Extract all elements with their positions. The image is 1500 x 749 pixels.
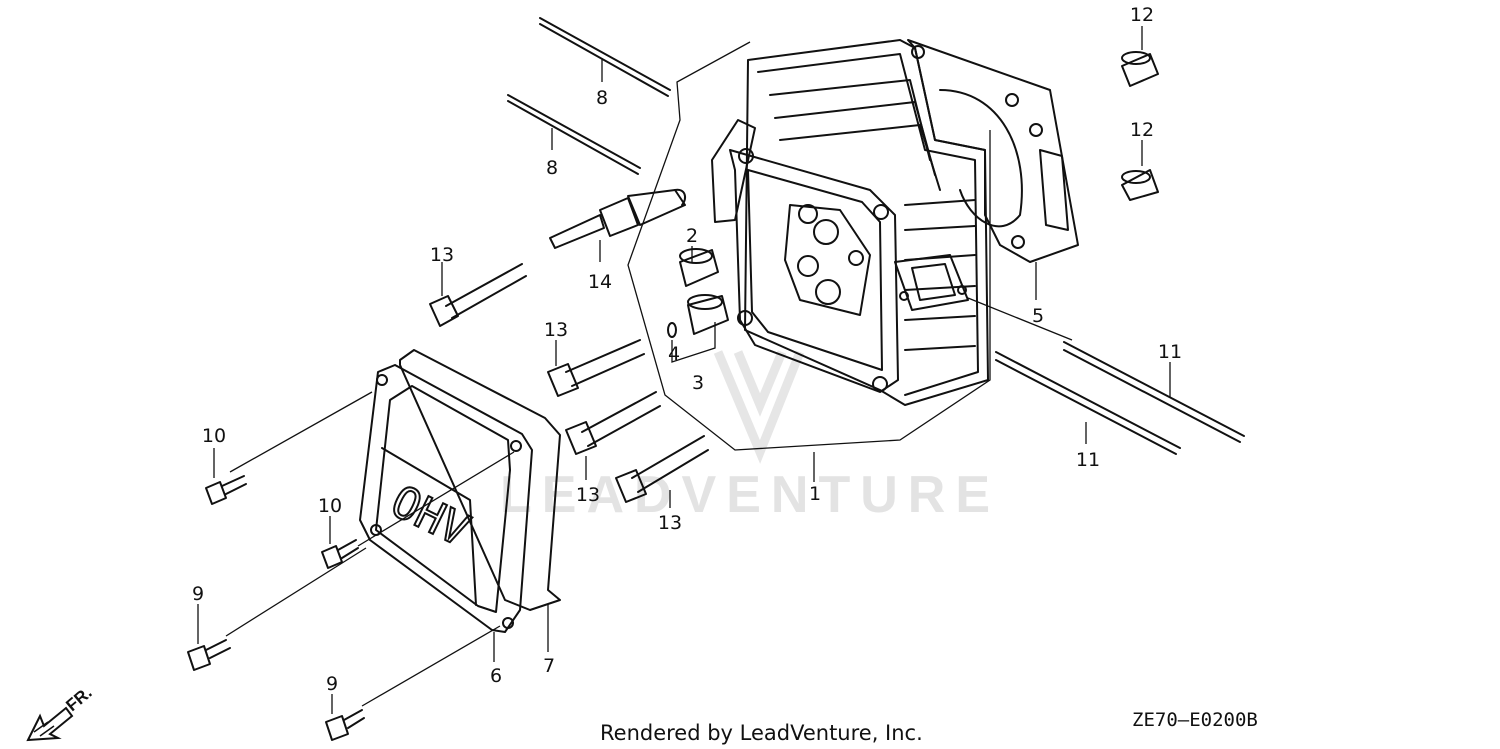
callout-12a[interactable]: 12 <box>1130 4 1154 26</box>
cover-bolt-10b[interactable] <box>321 539 359 569</box>
through-stud-lower[interactable] <box>995 351 1181 455</box>
head-gasket[interactable] <box>907 39 1079 263</box>
callout-12b[interactable]: 12 <box>1130 119 1154 141</box>
callout-13a[interactable]: 13 <box>430 244 454 266</box>
callout-8a[interactable]: 8 <box>596 87 608 109</box>
dowel-pin-top[interactable] <box>1121 51 1159 87</box>
cover-bolt-10a[interactable] <box>205 475 247 505</box>
callout-10b[interactable]: 10 <box>318 495 342 517</box>
callout-4[interactable]: 4 <box>668 343 680 365</box>
head-bolt-3[interactable] <box>565 391 661 455</box>
footer-rendered-by: Rendered by LeadVenture, Inc. <box>600 721 923 745</box>
valve-guide-lower[interactable] <box>687 294 729 335</box>
stud-bolt-lower[interactable] <box>507 94 641 175</box>
dowel-pin-bottom[interactable] <box>1121 169 1159 201</box>
cylinder-head[interactable] <box>627 39 991 451</box>
callout-11b[interactable]: 11 <box>1076 449 1100 471</box>
head-bolt-4[interactable] <box>615 435 709 503</box>
callouts: 1 2 3 4 5 6 7 8 8 9 9 10 10 11 11 12 12 … <box>192 4 1182 695</box>
callout-13d[interactable]: 13 <box>658 512 682 534</box>
head-bolt-2[interactable] <box>547 339 645 397</box>
callout-9b[interactable]: 9 <box>326 673 338 695</box>
head-bolt-1[interactable] <box>429 263 527 327</box>
stud-bolt-upper[interactable] <box>539 17 671 97</box>
callout-11a[interactable]: 11 <box>1158 341 1182 363</box>
diagram-code: ZE70—E0200B <box>1132 709 1258 731</box>
callout-13b[interactable]: 13 <box>544 319 568 341</box>
callout-6[interactable]: 6 <box>490 665 502 687</box>
leader-lines <box>197 26 1171 714</box>
through-stud-upper[interactable] <box>1063 341 1245 443</box>
cover-bolt-9b[interactable] <box>325 709 365 741</box>
watermark: LEADVENTURE <box>500 350 1000 524</box>
callout-8b[interactable]: 8 <box>546 157 558 179</box>
cover-bolt-9a[interactable] <box>187 639 231 671</box>
valve-guide-upper[interactable] <box>679 248 719 287</box>
front-direction-indicator: FR. <box>26 683 96 742</box>
watermark-text: LEADVENTURE <box>500 466 1000 524</box>
callout-5[interactable]: 5 <box>1032 305 1044 327</box>
callout-7[interactable]: 7 <box>543 655 555 677</box>
rocker-cover[interactable]: OHV <box>359 364 533 633</box>
callout-2[interactable]: 2 <box>686 225 698 247</box>
valve-clip[interactable] <box>667 322 677 338</box>
callout-14[interactable]: 14 <box>588 271 612 293</box>
cover-gasket[interactable] <box>399 349 561 611</box>
callout-10a[interactable]: 10 <box>202 425 226 447</box>
callout-9a[interactable]: 9 <box>192 583 204 605</box>
callout-13c[interactable]: 13 <box>576 484 600 506</box>
callout-3[interactable]: 3 <box>692 372 704 394</box>
callout-1[interactable]: 1 <box>809 483 821 505</box>
spark-plug[interactable] <box>549 188 687 249</box>
